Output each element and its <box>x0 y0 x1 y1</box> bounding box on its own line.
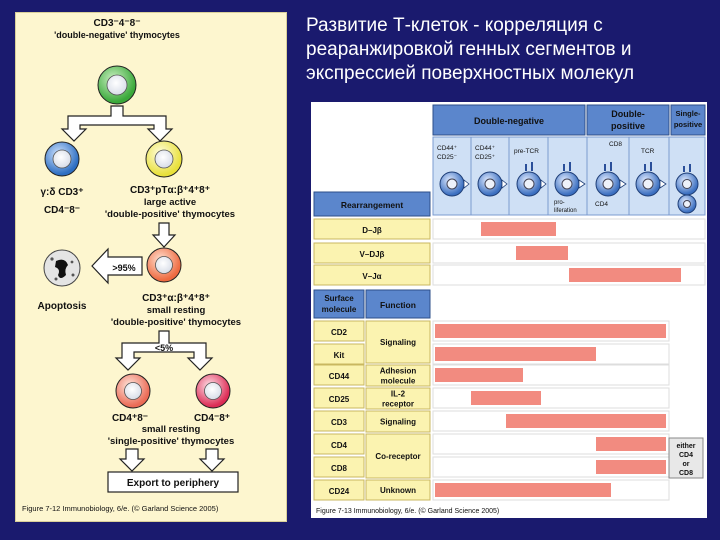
stage1-label1: CD44⁺ <box>437 145 458 152</box>
expression-bar <box>596 460 666 474</box>
dn-thymocyte-cell <box>98 66 136 104</box>
expression-bar <box>596 437 666 451</box>
expression-bar <box>435 347 596 361</box>
rearrangement-row-label: V–Jα <box>362 272 381 281</box>
molecule-label: CD44 <box>329 372 350 381</box>
down-arrow-1 <box>153 223 175 247</box>
rearrangement-row-track <box>433 219 705 239</box>
molecule-label: CD3 <box>331 418 348 427</box>
t-cell-development-diagram: CD3⁻4⁻8⁻ 'double-negative' thymocytes γ:… <box>16 13 286 521</box>
rearrangement-expression-chart: Double-negative Double- positive Single-… <box>311 102 707 518</box>
sp-label-line2: 'single-positive' thymocytes <box>108 436 234 447</box>
function-label: Adhesion <box>380 367 417 376</box>
surface-header-line2: molecule <box>322 305 357 314</box>
molecule-label: CD8 <box>331 464 348 473</box>
function-label: IL-2 <box>391 390 406 399</box>
function-label: molecule <box>381 377 416 386</box>
header-dn-text: Double-negative <box>474 116 544 126</box>
left-figure-panel: CD3⁻4⁻8⁻ 'double-negative' thymocytes γ:… <box>15 12 287 522</box>
stage-pretcr-label: pre-TCR <box>514 148 539 155</box>
molecule-label: CD24 <box>329 487 350 496</box>
either-text1: either <box>676 443 695 450</box>
expression-bar <box>435 324 666 338</box>
dp-large-line2: large active <box>144 197 196 208</box>
stage-prolif-label1: pro- <box>554 200 565 206</box>
molecule-label: Kit <box>334 351 345 360</box>
survival-percentage: <5% <box>155 343 173 353</box>
either-text2: CD4 <box>679 452 693 459</box>
gd-label-line1: γ:δ CD3⁺ <box>40 187 83 198</box>
dp-small-line3: 'double-positive' thymocytes <box>111 317 241 328</box>
rearrangement-row-track <box>433 243 705 263</box>
dn-label-line2: 'double-negative' thymocytes <box>54 30 180 40</box>
export-label: Export to periphery <box>127 478 220 489</box>
split-arrow-1 <box>62 106 172 141</box>
sp-cd8-label: CD4⁻8⁺ <box>194 413 230 424</box>
gd-label-line2: CD4⁻8⁻ <box>44 205 80 216</box>
right-figure-caption: Figure 7-13 Immunobiology, 6/e. (© Garla… <box>316 507 499 515</box>
right-figure-panel: Double-negative Double- positive Single-… <box>311 102 707 518</box>
expression-bar <box>435 368 523 382</box>
expression-bar <box>506 414 666 428</box>
either-text3: or <box>683 461 690 468</box>
function-header-text: Function <box>380 300 416 310</box>
stage-prolif-label2: liferation <box>554 208 577 214</box>
rearrangement-bar <box>481 222 556 236</box>
left-figure-caption: Figure 7-12 Immunobiology, 6/e. (© Garla… <box>22 504 219 513</box>
stage-cd8-label: CD8 <box>609 141 622 148</box>
function-label: Signaling <box>380 338 416 347</box>
expression-bar <box>471 391 541 405</box>
expression-bar <box>435 483 611 497</box>
function-label: receptor <box>382 400 414 409</box>
stage-cd4-label: CD4 <box>595 201 608 208</box>
apoptotic-cell <box>44 250 80 286</box>
molecule-label: CD4 <box>331 441 348 450</box>
apoptosis-label: Apoptosis <box>38 301 87 312</box>
surface-header-line1: Surface <box>324 294 354 303</box>
sp-label-line1: small resting <box>142 424 201 435</box>
function-label: Co-receptor <box>375 452 420 461</box>
rearrangement-bar <box>516 246 568 260</box>
header-sp-text1: Single- <box>675 109 701 118</box>
molecule-row-track <box>433 388 669 408</box>
rearrangement-row-label: V–DJβ <box>360 250 385 259</box>
apoptosis-percentage: >95% <box>112 263 135 273</box>
function-label: Unknown <box>380 486 416 495</box>
sp-cd4-label: CD4⁺8⁻ <box>112 413 148 424</box>
dp-large-line1: CD3⁺pTα:β⁺4⁺8⁺ <box>130 185 210 196</box>
export-arrow-cd8 <box>200 449 224 471</box>
cd4-single-positive-cell <box>116 374 150 408</box>
cd8-single-positive-cell <box>196 374 230 408</box>
stage2-label2: CD25⁺ <box>475 154 496 161</box>
dn-label-line1: CD3⁻4⁻8⁻ <box>94 18 141 29</box>
stage2-label1: CD44⁺ <box>475 145 496 152</box>
molecule-label: CD25 <box>329 395 350 404</box>
rearrangement-row-label: D–Jβ <box>362 226 382 235</box>
large-dp-cell <box>146 141 182 177</box>
stage1-label2: CD25⁻ <box>437 154 458 161</box>
small-dp-cell <box>147 248 181 282</box>
surface-molecule-rows: CD2KitCD44CD25CD3CD4CD8CD24SignalingAdhe… <box>314 321 669 500</box>
rearrangement-bar <box>569 268 681 282</box>
either-text4: CD8 <box>679 470 693 477</box>
dp-small-line1: CD3⁺α:β⁺4⁺8⁺ <box>142 293 210 304</box>
slide-title: Развитие Т-клеток - корреляция с реаранж… <box>306 14 706 86</box>
function-label: Signaling <box>380 418 416 427</box>
header-sp-text2: positive <box>674 120 702 129</box>
dp-large-line3: 'double-positive' thymocytes <box>105 209 235 220</box>
stage-tcr-label: TCR <box>641 148 655 155</box>
gamma-delta-cell <box>45 142 79 176</box>
rearrangement-header-text: Rearrangement <box>341 200 404 210</box>
export-arrow-cd4 <box>120 449 144 471</box>
header-dp-text2: positive <box>611 121 645 131</box>
header-dp-text1: Double- <box>611 109 645 119</box>
molecule-label: CD2 <box>331 328 348 337</box>
dp-small-line2: small resting <box>147 305 206 316</box>
